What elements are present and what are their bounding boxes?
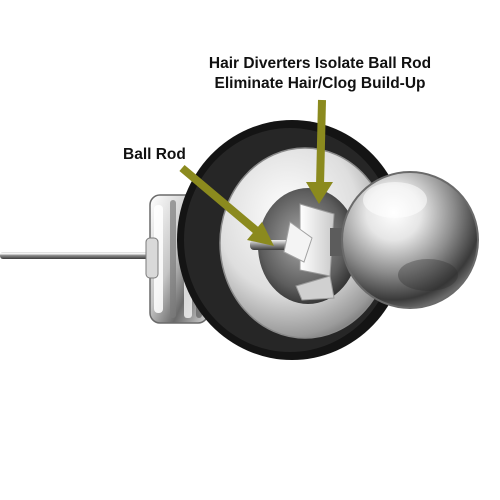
hair-diverters-callout: Hair Diverters Isolate Ball Rod Eliminat… <box>200 54 440 94</box>
callout-line-2: Eliminate Hair/Clog Build-Up <box>214 75 426 92</box>
ball-rod-arrow <box>179 164 274 246</box>
pivot-rod <box>0 252 175 259</box>
hair-diverters-arrow <box>306 99 333 204</box>
ball-rod-callout: Ball Rod <box>123 146 186 163</box>
hair-diverters <box>283 203 335 301</box>
callout-line-1: Hair Diverters Isolate Ball Rod <box>208 55 432 72</box>
